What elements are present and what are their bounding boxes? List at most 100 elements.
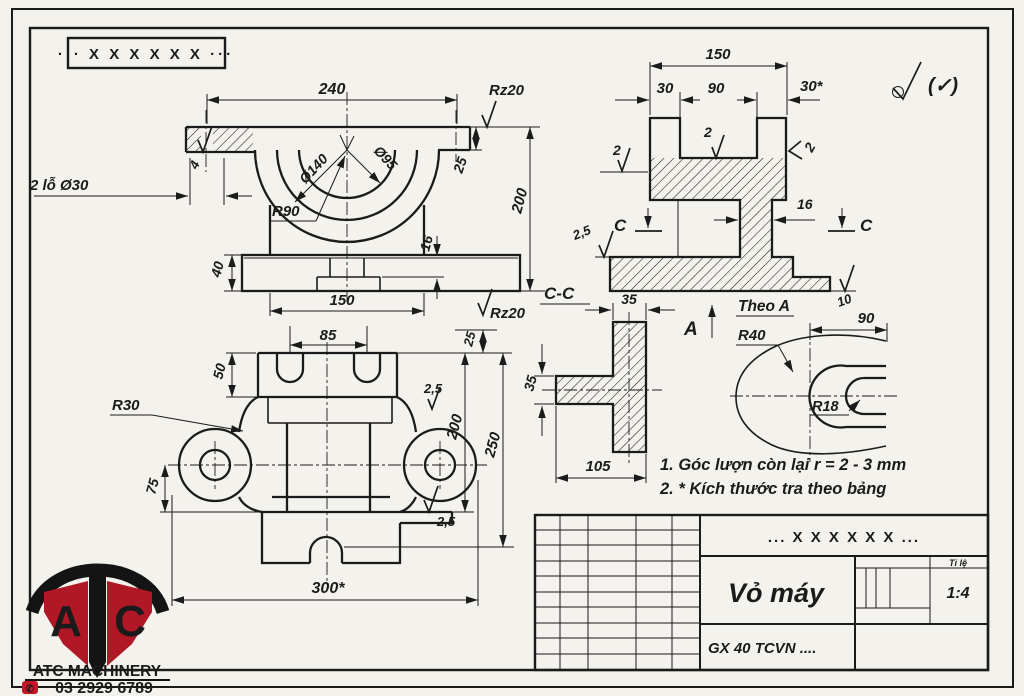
section-cc-view: C-C 35 35 105 [520,284,675,483]
side-hatch-web [740,200,772,257]
material-text: GX 40 TCVN .... [708,640,816,657]
side-hatch-slab [651,158,786,200]
plan250-text: 250 [481,430,504,460]
note-line1: 1. Góc lượn còn lại r = 2 - 3 mm [660,456,906,474]
cc105-text: 105 [585,458,611,475]
plan-fillets [237,395,418,514]
logo-phone-text: 03 2929 6789 [55,680,153,696]
dia95-label: Ø95 [371,142,401,172]
holes-note-text: 2 lỗ Ø30 [29,177,89,194]
viewa-outer [735,334,887,455]
viewa-r40-text: R40 [738,327,766,344]
note-line2: 2. * Kích thước tra theo bảng [659,480,886,498]
side-view: 150 30 90 30* 2 2 2 16 C C 2,5 [570,46,873,310]
viewa-title: Theo A [738,298,790,315]
notes: 1. Góc lượn còn lại r = 2 - 3 mm 2. * Kí… [659,456,906,498]
plan-centerlines [168,342,487,585]
plan-r30-leader [151,414,244,433]
plan-notch-left [275,353,305,384]
stamp-text: ··· X X X X X X ··· [58,46,234,63]
plan-rough-bot-text: 2,5 [436,514,456,529]
plan-view: 85 50 R30 75 2,5 2,5 25 200 250 300* [110,326,514,606]
logo-t-bar [89,566,106,662]
side-outline [608,116,832,293]
outer-border [11,8,1014,688]
plan75-text: 75 [142,476,162,495]
viewa-channel [808,364,886,429]
logo-letter-c: C [114,597,146,646]
title-stamp-text: ... X X X X X X ... [768,529,920,546]
rough10-check-icon [839,264,855,294]
finish-check-icon [892,61,922,101]
plan-column [272,423,390,512]
dim30r-text: 30* [800,78,824,95]
dim150s-ext [649,62,788,115]
cc-title: C-C [544,284,575,303]
part-name: Vỏ máy [728,578,826,608]
holes-ext [189,158,225,205]
cc35t-ext [612,303,647,320]
plan-rough-bot-check-icon [423,485,439,515]
rough2l-text: 2 [612,142,621,158]
dim200f-text: 200 [508,186,531,216]
finish-circle-icon [892,86,904,98]
front-base [240,253,522,293]
rough2m-text: 2 [703,124,712,140]
viewa-r40-leader [777,344,794,373]
cc35l-text: 35 [520,373,540,392]
front-hatch-left [187,128,201,151]
cc35l-ext [534,375,554,405]
viewa-r18-leader [848,399,861,412]
rough2m-check-icon [711,134,725,161]
front-hatch-right [213,128,253,151]
dia140-label: Ø140 [296,150,331,186]
r90-leader [315,155,346,222]
side-hatch-step [793,277,830,291]
dim150f-text: 150 [329,292,355,309]
view-a: A Theo A R40 R18 90 [683,298,900,462]
plan-right-ext [344,329,514,548]
front-pedestal [316,258,381,291]
rough2l-check-icon [617,147,631,174]
plan-ears [256,351,399,399]
logo-t-tip [89,662,106,678]
plan200-text: 200 [443,412,466,442]
title-scale-cells [855,556,988,624]
cc-outline [554,320,648,454]
plan-rough-top-check-icon [427,386,441,412]
title-grid-rows [535,529,700,655]
chain-ext [615,92,820,118]
section-c-left-text: C [614,216,627,235]
rz20bot-text: Rz20 [490,305,526,322]
dia95-leader [346,149,381,184]
cc-hatch-stem [613,322,646,452]
surface-finish-note: (✓) [892,61,958,101]
rough2r-check-icon [787,140,803,160]
dim16f-ext [366,257,444,278]
title-grid-cols [559,515,673,670]
viewa-centerlines [730,326,900,462]
rz20top-check-icon [481,100,497,130]
dim90s-text: 90 [708,80,725,97]
front-view: Ø140 Ø95 R90 240 Rz20 25 200 Rz20 40 150 [29,81,545,322]
logo-brand-text: ATC MACHINERY [33,663,162,680]
plan300-text: 300* [312,580,346,597]
rough25s-text: 2,5 [570,222,594,243]
rough4-check-icon [197,125,213,155]
cc35t-text: 35 [621,291,637,307]
viewa-arrow-label: A [683,319,698,340]
viewa-90-text: 90 [858,310,875,327]
rough25s-check-icon [598,230,614,260]
plan85-text: 85 [320,327,337,344]
side-hatch-flange [610,257,793,291]
cc-centerlines [542,312,662,466]
logo-shield-left [44,581,88,666]
stamp-box: ··· X X X X X X ··· [58,36,234,70]
title-dividers [699,515,988,670]
dim25f-text: 25 [449,155,470,176]
dim16f-text: 16 [416,233,436,252]
dim30l-text: 30 [657,80,674,97]
dim40-text: 40 [207,259,227,279]
